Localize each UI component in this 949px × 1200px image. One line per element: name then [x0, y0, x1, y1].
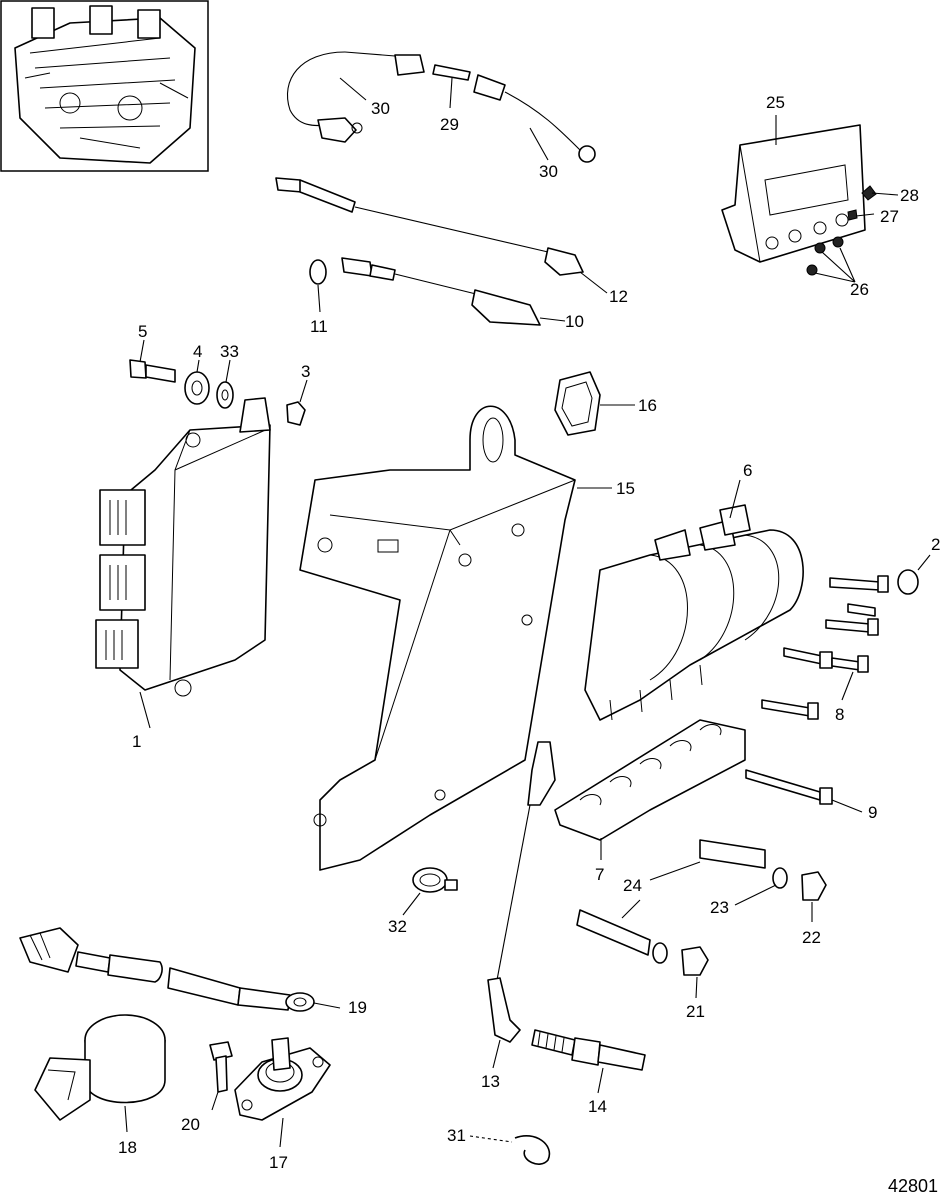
callout-31: 31 — [447, 1126, 466, 1145]
callout-22: 22 — [802, 928, 821, 947]
callout-16: 16 — [638, 396, 657, 415]
engine-inset — [0, 0, 209, 172]
callout-17: 17 — [269, 1153, 288, 1172]
callout-29: 29 — [440, 115, 459, 134]
leader-lines — [124, 77, 931, 1148]
callout-25: 25 — [766, 93, 785, 112]
callout-4: 4 — [193, 342, 202, 361]
studs-washers-nuts — [576, 839, 827, 976]
rubber-boot-18 — [34, 1014, 166, 1121]
callout-26: 26 — [850, 280, 869, 299]
callout-7: 7 — [595, 865, 604, 884]
callout-27: 27 — [880, 207, 899, 226]
callout-19: 19 — [348, 998, 367, 1017]
spark-plug — [531, 1029, 646, 1071]
sensor-cable-30 — [286, 51, 596, 163]
gasket-16 — [554, 371, 601, 436]
callout-9: 9 — [868, 803, 877, 822]
sensor-17 — [234, 1037, 331, 1121]
hose-clamp-32 — [412, 867, 458, 893]
callout-1: 1 — [132, 732, 141, 751]
callout-11: 11 — [310, 317, 328, 336]
battery-cable-19 — [19, 927, 315, 1012]
ecm-module — [95, 397, 271, 697]
callout-3: 3 — [301, 362, 310, 381]
callout-23: 23 — [710, 898, 729, 917]
sensor-12 — [275, 177, 584, 276]
callout-12: 12 — [609, 287, 628, 306]
callout-21: 21 — [686, 1002, 705, 1021]
callout-13: 13 — [481, 1072, 500, 1091]
sensor-10 — [309, 257, 541, 326]
callout-10: 10 — [565, 312, 584, 331]
callout-24: 24 — [623, 876, 642, 895]
callout-30-a: 30 — [371, 99, 390, 118]
fasteners-5-4-33-3 — [129, 359, 306, 426]
callout-6: 6 — [743, 461, 752, 480]
bolts-8-9-clip-2 — [745, 569, 919, 805]
ignition-coil-pack — [584, 504, 804, 721]
clip-31 — [514, 1135, 551, 1165]
spark-plug-wire — [487, 741, 556, 1043]
mounting-bracket — [299, 405, 576, 871]
callout-14: 14 — [588, 1097, 607, 1116]
callout-18: 18 — [118, 1138, 137, 1157]
callout-8: 8 — [835, 705, 844, 724]
screw-20 — [209, 1041, 233, 1093]
figure-id: 42801 — [888, 1176, 938, 1196]
callout-33: 33 — [220, 342, 239, 361]
callout-labels: 1 2 3 4 5 6 7 8 9 10 11 12 13 14 15 16 1… — [118, 93, 940, 1172]
callout-28: 28 — [900, 186, 919, 205]
callout-20: 20 — [181, 1115, 200, 1134]
coil-spacer — [554, 719, 746, 841]
callout-2: 2 — [931, 535, 940, 554]
callout-32: 32 — [388, 917, 407, 936]
callout-15: 15 — [616, 479, 635, 498]
callout-5: 5 — [138, 322, 147, 341]
control-module-25 — [721, 124, 877, 276]
callout-30-b: 30 — [539, 162, 558, 181]
